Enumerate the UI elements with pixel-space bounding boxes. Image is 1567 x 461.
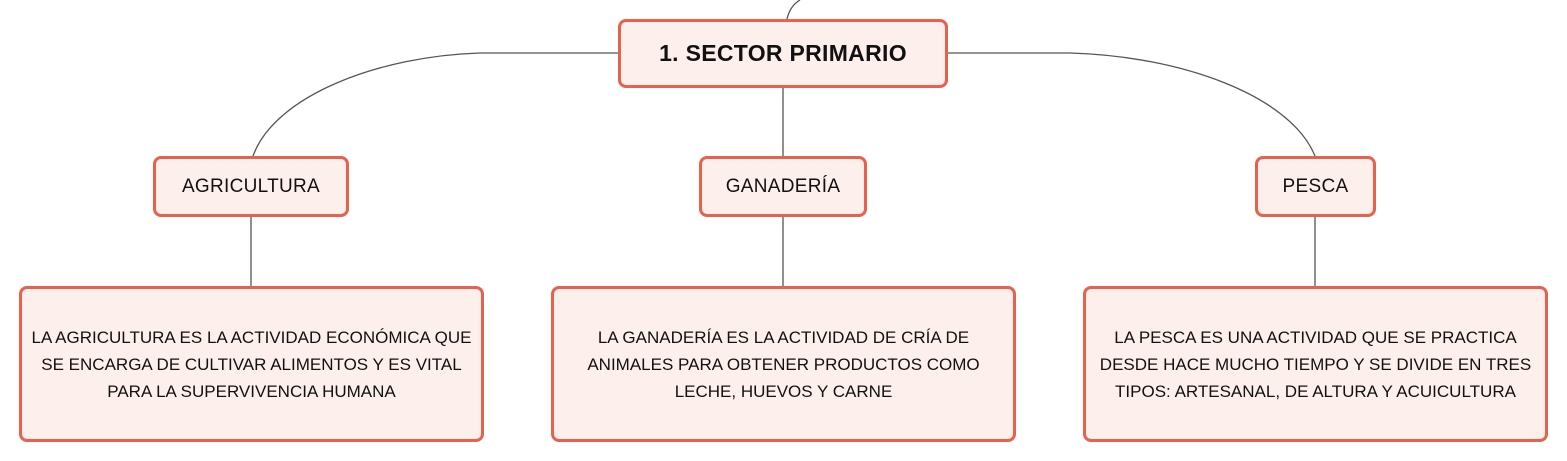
- branch-node-ganaderia[interactable]: GANADERÍA: [699, 156, 867, 217]
- description-text: LA PESCA ES UNA ACTIVIDAD QUE SE PRACTIC…: [1099, 327, 1532, 401]
- description-text: LA GANADERÍA ES LA ACTIVIDAD DE CRÍA DE …: [587, 327, 980, 401]
- description-text: LA AGRICULTURA ES LA ACTIVIDAD ECONÓMICA…: [31, 327, 472, 401]
- branch-node-label: AGRICULTURA: [181, 175, 321, 197]
- branch-node-agricultura[interactable]: AGRICULTURA: [153, 156, 349, 217]
- branch-node-label: GANADERÍA: [725, 175, 841, 197]
- description-node-ganaderia[interactable]: LA GANADERÍA ES LA ACTIVIDAD DE CRÍA DE …: [551, 286, 1016, 442]
- connector-root-agricultura: [252, 52, 618, 157]
- branch-node-label: PESCA: [1282, 175, 1349, 197]
- description-node-agricultura[interactable]: LA AGRICULTURA ES LA ACTIVIDAD ECONÓMICA…: [19, 286, 484, 442]
- connector-root-pesca: [948, 52, 1316, 157]
- branch-node-pesca[interactable]: PESCA: [1255, 156, 1376, 217]
- description-node-pesca[interactable]: LA PESCA ES UNA ACTIVIDAD QUE SE PRACTIC…: [1083, 286, 1548, 442]
- root-node[interactable]: 1. SECTOR PRIMARIO: [618, 19, 948, 88]
- root-node-label: 1. SECTOR PRIMARIO: [659, 40, 907, 66]
- connector-parent: [786, 0, 801, 20]
